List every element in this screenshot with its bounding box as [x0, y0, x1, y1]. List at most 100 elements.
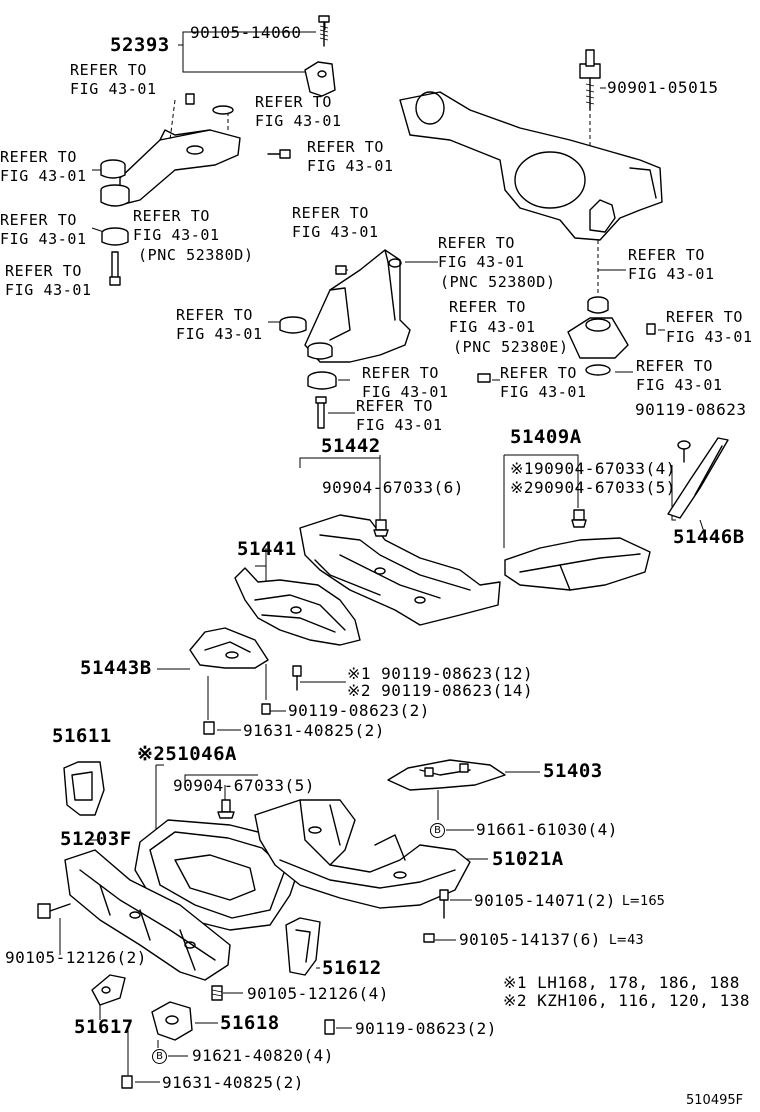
cover-51443B: [189, 627, 271, 735]
refer-fig-m: FIG 43-01: [666, 328, 753, 346]
bracket-51618: [151, 1001, 193, 1041]
refer-fig-p: FIG 43-01: [500, 383, 587, 401]
refer-to-n: REFER TO: [636, 357, 714, 375]
label-91631-40825-2a: 91631-40825(2): [243, 721, 385, 740]
engine-under-cover-51442: [299, 514, 501, 626]
label-51611: 51611: [52, 725, 112, 747]
refer-fig-o: FIG 43-01: [362, 383, 449, 401]
refer-pnc-i: (PNC 52380D): [440, 273, 556, 291]
rear-mount-insulator: [477, 296, 656, 383]
label-51203F: 51203F: [60, 828, 132, 850]
bracket-51446B: [667, 437, 729, 519]
label-51618: 51618: [220, 1012, 280, 1034]
refer-to-q: REFER TO: [356, 397, 434, 415]
label-51442: 51442: [321, 435, 381, 457]
bolt-90105-12126-4: [211, 985, 223, 1001]
refer-to-d: REFER TO: [0, 148, 78, 166]
refer-fig-h: FIG 43-01: [292, 223, 379, 241]
label-90904-67033-6: 90904-67033(6): [322, 478, 464, 497]
refer-to-j: REFER TO: [628, 246, 706, 264]
label-90119-08623-2b: 90119-08623(2): [355, 1019, 497, 1038]
refer-fig-n: FIG 43-01: [636, 376, 723, 394]
label-51617: 51617: [74, 1016, 134, 1038]
label-90119-08623-12: ※1 90119-08623(12): [347, 664, 534, 683]
label-90904-67033-5a: ※290904-67033(5): [510, 478, 676, 497]
refer-fig-e: FIG 43-01: [0, 230, 87, 248]
refer-to-l: REFER TO: [449, 298, 527, 316]
label-90105-12126-2: 90105-12126(2): [5, 948, 147, 967]
bolt-90119-08623-bottom: [324, 1019, 335, 1035]
label-90904-67033-4: ※190904-67033(4): [510, 459, 676, 478]
crossmember-51203F: [37, 849, 231, 981]
bracket-51611: [63, 761, 105, 816]
label-90901-05015: 90901-05015: [607, 78, 719, 97]
label-90904-67033-5b: 90904-67033(5): [173, 776, 315, 795]
refer-fig-i: FIG 43-01: [438, 253, 525, 271]
bracket-51617: [91, 974, 126, 1006]
refer-to-i: REFER TO: [438, 234, 516, 252]
label-90105-14060: 90105-14060: [190, 23, 302, 42]
refer-fig-l: FIG 43-01: [449, 318, 536, 336]
crossmember-51021A: [254, 799, 471, 943]
bolt-90119-08623-top: [677, 440, 691, 463]
refer-fig-a: FIG 43-01: [70, 80, 157, 98]
label-91631-40825-2b: 91631-40825(2): [162, 1073, 304, 1092]
label-51446B: 51446B: [673, 526, 745, 548]
refer-fig-c: FIG 43-01: [307, 157, 394, 175]
refer-to-g: REFER TO: [5, 262, 83, 280]
refer-fig-q: FIG 43-01: [356, 416, 443, 434]
refer-to-m: REFER TO: [666, 308, 744, 326]
bracket-52393: [304, 61, 336, 97]
side-cover-51441: [234, 567, 361, 691]
label-51612: 51612: [322, 957, 382, 979]
refer-fig-b: FIG 43-01: [255, 112, 342, 130]
refer-to-h: REFER TO: [292, 204, 370, 222]
refer-fig-k: FIG 43-01: [176, 325, 263, 343]
refer-fig-j: FIG 43-01: [628, 265, 715, 283]
refer-to-p: REFER TO: [500, 364, 578, 382]
refer-to-k: REFER TO: [176, 306, 254, 324]
label-length-165: L=165: [622, 894, 665, 909]
label-90119-08623-14: ※2 90119-08623(14): [347, 681, 534, 700]
label-91661-61030: 91661-61030(4): [476, 820, 618, 839]
bracket-51403: [387, 759, 506, 791]
label-91621-40820: 91621-40820(4): [192, 1046, 334, 1065]
refer-to-a: REFER TO: [70, 61, 148, 79]
bolt-91631-40825-bottom: [121, 1075, 133, 1089]
label-51021A: 51021A: [492, 848, 564, 870]
label-90105-14137: 90105-14137(6): [459, 930, 601, 949]
label-51441: 51441: [237, 538, 297, 560]
label-51443B: 51443B: [80, 657, 152, 679]
label-51409A: 51409A: [510, 426, 582, 448]
transmission-under-cover-51409A: [504, 509, 651, 591]
label-51046A: ※251046A: [137, 743, 237, 765]
figure-id: 510495F: [686, 1093, 744, 1108]
refer-pnc-f: (PNC 52380D): [138, 246, 254, 264]
label-90105-12126-4: 90105-12126(4): [247, 984, 389, 1003]
circle-b-marker-2: B: [152, 1049, 167, 1064]
label-length-43: L=43: [609, 933, 644, 948]
label-51403: 51403: [543, 760, 603, 782]
bracket-51612: [285, 917, 321, 976]
label-52393: 52393: [110, 34, 170, 56]
label-90105-14071: 90105-14071(2): [474, 891, 616, 910]
circle-b-marker-1: B: [430, 823, 445, 838]
engine-mount-bracket: [279, 249, 411, 429]
refer-to-c: REFER TO: [307, 138, 385, 156]
leader-lines: [59, 20, 707, 1083]
refer-to-f: REFER TO: [133, 207, 211, 225]
note-1: ※1 LH168, 178, 186, 188: [503, 973, 740, 992]
front-crossmember: [100, 93, 291, 286]
label-90119-08623-2a: 90119-08623(2): [288, 701, 430, 720]
refer-to-b: REFER TO: [255, 93, 333, 111]
note-2: ※2 KZH106, 116, 120, 138: [503, 991, 750, 1010]
refer-pnc-l: (PNC 52380E): [453, 338, 569, 356]
bolt-90105-14060: [318, 15, 330, 47]
refer-to-o: REFER TO: [362, 364, 440, 382]
refer-to-e: REFER TO: [0, 211, 78, 229]
refer-fig-g: FIG 43-01: [5, 281, 92, 299]
label-90119-08623-top: 90119-08623: [635, 400, 747, 419]
refer-fig-f: FIG 43-01: [133, 226, 220, 244]
